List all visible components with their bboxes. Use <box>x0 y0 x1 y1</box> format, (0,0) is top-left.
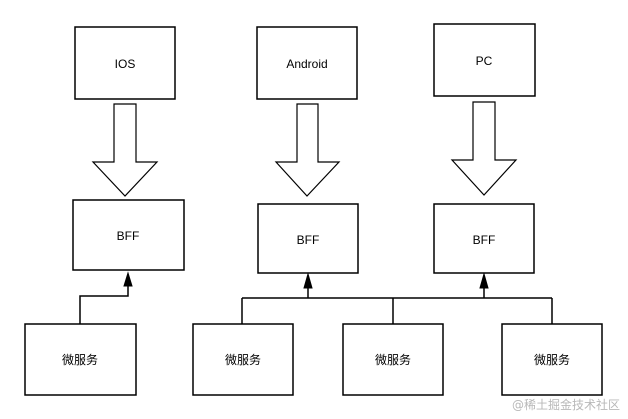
bff-label-1: BFF <box>117 229 140 243</box>
client-node-android: Android <box>256 26 358 100</box>
hollow-arrow-pc-to-bff <box>450 101 518 196</box>
client-label-pc: PC <box>476 54 493 68</box>
hollow-arrow-ios-to-bff <box>91 103 159 197</box>
bff-node-2: BFF <box>257 203 359 274</box>
service-node-1: 微服务 <box>24 323 137 396</box>
service-node-4: 微服务 <box>501 323 603 396</box>
client-label-android: Android <box>286 57 327 71</box>
bff-label-3: BFF <box>473 233 496 247</box>
arrow-head-bff1 <box>123 271 133 287</box>
bff-node-1: BFF <box>72 199 185 271</box>
bff-label-2: BFF <box>297 233 320 247</box>
service-label-2: 微服务 <box>225 352 261 367</box>
client-node-ios: IOS <box>74 26 176 100</box>
client-label-ios: IOS <box>115 57 136 71</box>
connector-svc1-to-bff1 <box>79 284 129 324</box>
bff-node-3: BFF <box>433 203 535 274</box>
service-label-4: 微服务 <box>534 352 570 367</box>
client-node-pc: PC <box>433 23 536 97</box>
arrow-head-bff2 <box>303 272 313 289</box>
watermark-text: @稀土掘金技术社区 <box>511 398 620 412</box>
service-label-1: 微服务 <box>62 352 98 367</box>
hollow-arrow-android-to-bff <box>274 103 341 197</box>
arrow-head-bff3 <box>479 272 489 289</box>
service-label-3: 微服务 <box>375 352 411 367</box>
service-node-2: 微服务 <box>192 323 294 396</box>
service-node-3: 微服务 <box>342 323 444 396</box>
